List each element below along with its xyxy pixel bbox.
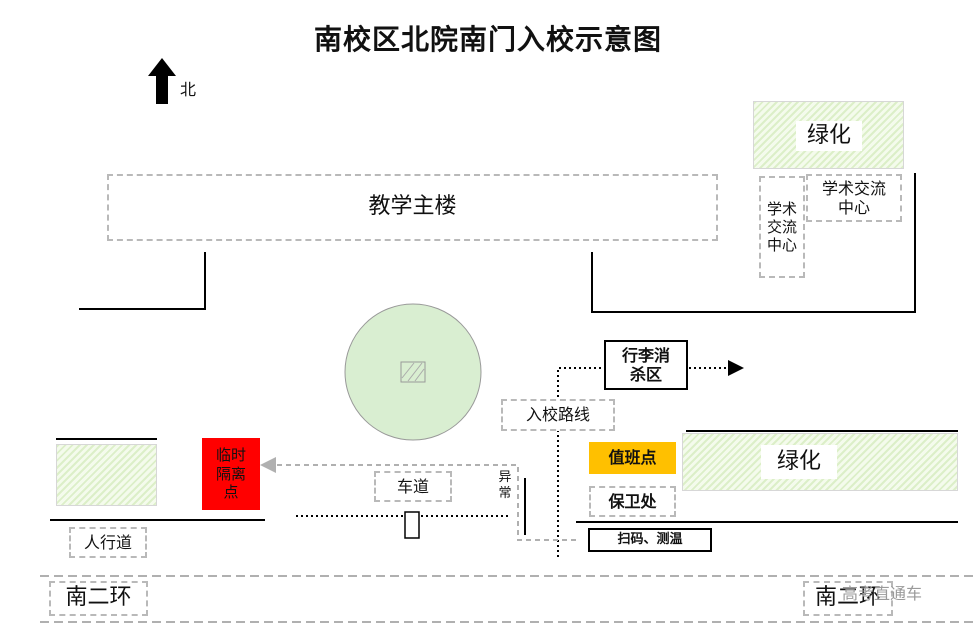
north-arrow-icon: [148, 58, 176, 104]
isolation-point-label: 临时 隔离 点: [215, 445, 246, 502]
ring-road-right-label: 南二环: [814, 585, 881, 611]
lawn-circle: [344, 303, 482, 441]
main-teaching-building-label: 教学主楼: [368, 194, 457, 220]
ring-road-right: 南二环: [803, 581, 893, 616]
green-area-left: [56, 444, 157, 506]
academic-center-wide-label: 学术交流 中心: [821, 178, 886, 217]
watermark: 高考直通车: [842, 584, 923, 603]
luggage-disinfection-area: 行李消 杀区: [604, 340, 688, 390]
security-office-label: 保卫处: [608, 491, 657, 511]
scan-temperature-box: 扫码、测温: [588, 528, 712, 552]
sidewalk-label: 人行道: [83, 532, 132, 552]
entry-route-label: 入校路线: [525, 405, 590, 425]
north-label: 北: [180, 80, 197, 99]
main-teaching-building: 教学主楼: [107, 174, 718, 241]
green-area-top-right: 绿化: [753, 101, 904, 169]
abnormal-label: 异 常: [498, 470, 512, 501]
entry-route-box: 入校路线: [501, 399, 615, 431]
statue-hatch: [401, 362, 425, 382]
duty-point: 值班点: [589, 442, 676, 474]
academic-center-wide: 学术交流 中心: [806, 174, 902, 222]
duty-point-label: 值班点: [608, 448, 657, 468]
building-line-right: [591, 173, 916, 313]
page-title: 南校区北院南门入校示意图: [313, 23, 662, 56]
green-top-right-label: 绿化: [796, 121, 862, 151]
gate-marker: [404, 511, 420, 539]
abnormal-detour-arrow: [260, 457, 576, 541]
isolation-point: 临时 隔离 点: [202, 438, 260, 510]
building-line-left: [79, 252, 206, 310]
luggage-disinfection-label: 行李消 杀区: [621, 345, 670, 384]
ring-road-left-label: 南二环: [65, 585, 132, 611]
academic-center-narrow-label: 学术 交流 中心: [766, 200, 797, 254]
roadway-label: 车道: [396, 476, 429, 496]
green-area-right: 绿化: [682, 433, 958, 491]
security-office: 保卫处: [589, 486, 676, 517]
sidewalk-box: 人行道: [69, 527, 147, 558]
roadway-box: 车道: [374, 471, 452, 502]
academic-center-narrow: 学术 交流 中心: [759, 176, 805, 278]
scan-temperature-label: 扫码、测温: [617, 532, 683, 548]
green-right-label: 绿化: [761, 445, 837, 479]
statue-marker: [400, 361, 426, 383]
ring-road-left: 南二环: [49, 581, 148, 616]
